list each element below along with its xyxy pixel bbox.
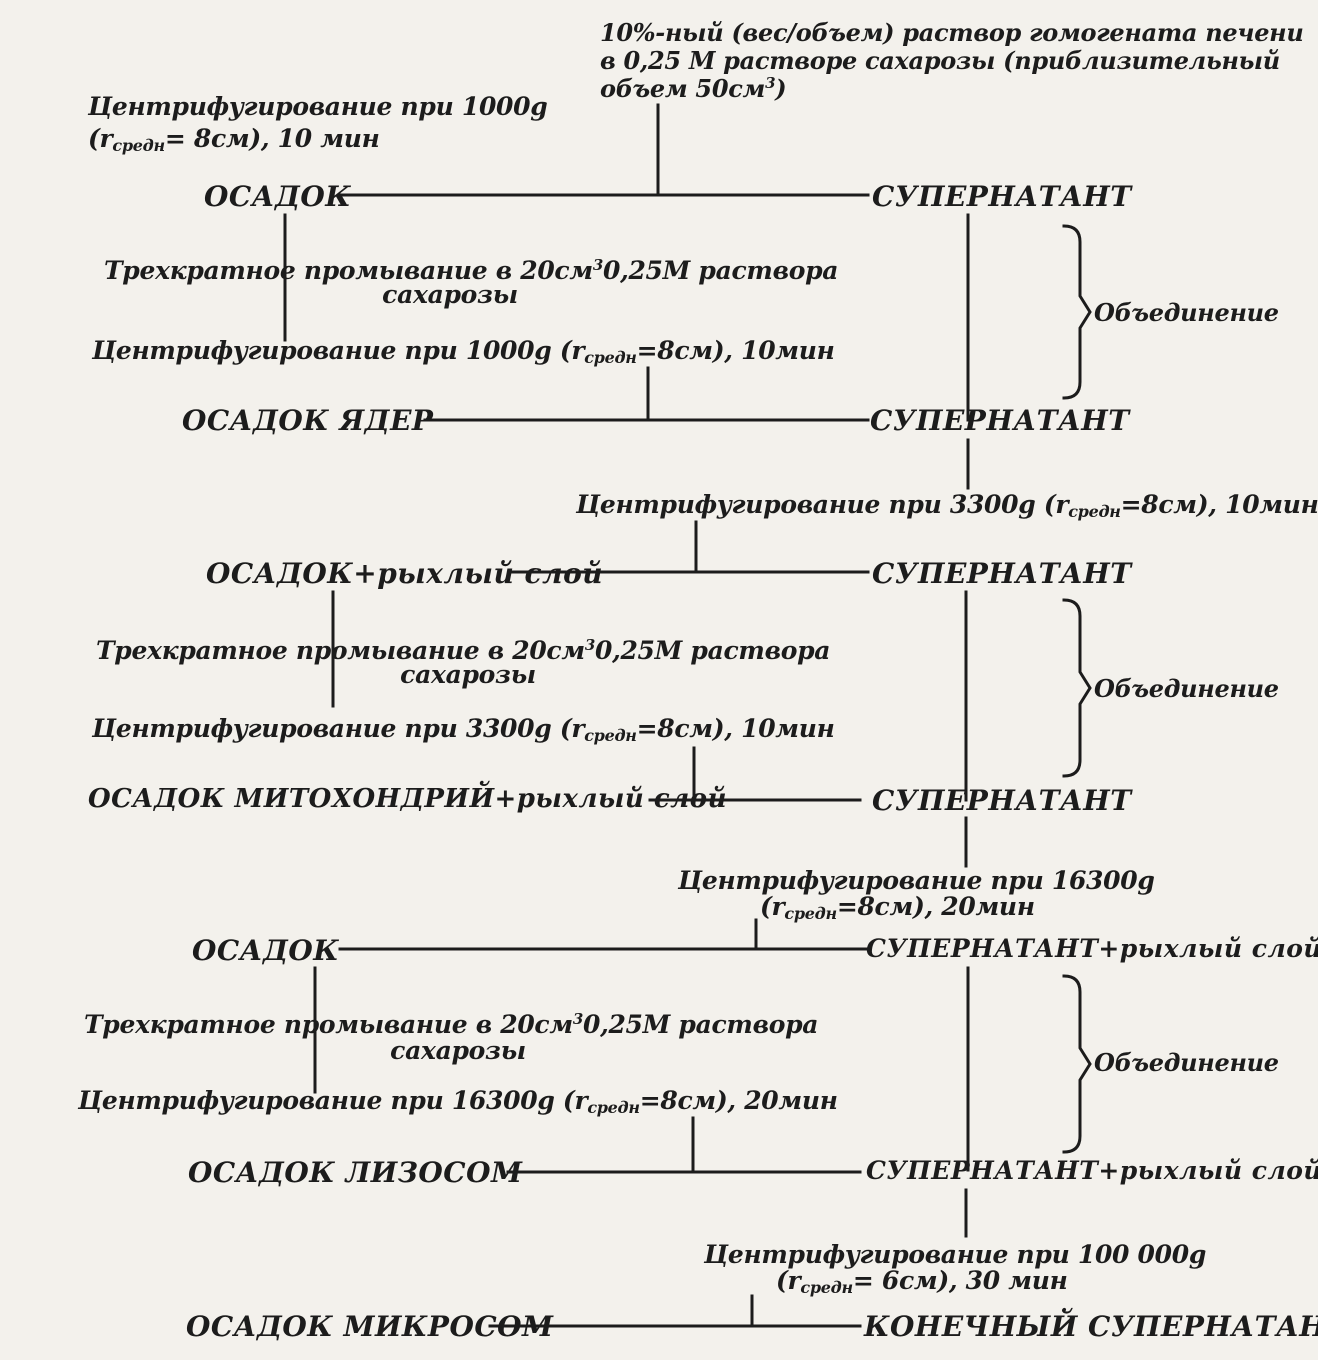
stage3-wash-line1: Трехкратное промывание в 20см30,25М раст…: [84, 1010, 818, 1039]
stage4-spin-line1: Центрифугирование при 100 000g: [704, 1240, 1207, 1269]
stage2-combine-label: Объединение: [1094, 674, 1279, 703]
stage2-respin: Центрифугирование при 3300g (rсредн=8см)…: [92, 714, 835, 745]
stage2-wash-b: 0,25М раствора: [594, 636, 831, 665]
stage4-spin-rest: = 6см), 30 мин: [852, 1266, 1068, 1295]
brace-stage3: [1062, 974, 1092, 1154]
stage4-final-supernatant: КОНЕЧНЫЙ СУПЕРНАТАНТ: [864, 1310, 1318, 1343]
stage3-respin-sub: средн: [587, 1098, 640, 1117]
stage1-wash-a: Трехкратное промывание в 20см: [104, 256, 593, 285]
stage3-wash-sup: 3: [572, 1010, 583, 1028]
stage1-spin-line1: Центрифугирование при 1000g: [88, 92, 548, 121]
stage1-final-supernatant: СУПЕРНАТАНТ: [870, 404, 1130, 437]
stage1-respin-sub: средн: [584, 348, 637, 367]
stage2-pellet: ОСАДОК+рыхлый слой: [206, 557, 604, 590]
stage4-spin-line2: (rсредн= 6см), 30 мин: [776, 1266, 1068, 1297]
stage1-spin-r: (r: [88, 124, 113, 153]
stage3-spin-r: (r: [760, 892, 785, 921]
stage3-final-supernatant: СУПЕРНАТАНТ+рыхлый слой: [866, 1156, 1318, 1185]
stage3-combine-label: Объединение: [1094, 1048, 1279, 1077]
stage3-pellet: ОСАДОК: [192, 934, 340, 967]
brace-stage2: [1062, 598, 1092, 778]
start-line3-end: ): [775, 74, 787, 103]
stage2-respin-a: Центрифугирование при 3300g (r: [92, 714, 585, 743]
stage1-combine-label: Объединение: [1094, 298, 1279, 327]
stage2-supernatant: СУПЕРНАТАНТ: [872, 557, 1132, 590]
stage3-respin-b: =8см), 20мин: [639, 1086, 838, 1115]
stage2-wash-sup: 3: [584, 636, 595, 654]
stage3-spin-line2: (rсредн=8см), 20мин: [760, 892, 1035, 923]
stage2-respin-sub: средн: [584, 726, 637, 745]
stage3-supernatant: СУПЕРНАТАНТ+рыхлый слой: [866, 934, 1318, 963]
stage2-spin: Центрифугирование при 3300g (rсредн=8см)…: [576, 490, 1318, 521]
stage2-respin-b: =8см), 10мин: [636, 714, 835, 743]
stage3-spin-rest: =8см), 20мин: [836, 892, 1035, 921]
stage3-respin-a: Центрифугирование при 16300g (r: [78, 1086, 588, 1115]
stage1-respin-a: Центрифугирование при 1000g (r: [92, 336, 585, 365]
stage2-spin-b: =8см), 10мин: [1120, 490, 1318, 519]
stage1-wash-line1: Трехкратное промывание в 20см30,25М раст…: [104, 256, 838, 285]
stage1-supernatant: СУПЕРНАТАНТ: [872, 180, 1132, 213]
start-line1: 10%-ный (вес/объем) раствор гомогената п…: [600, 18, 1304, 47]
stage1-final-pellet: ОСАДОК ЯДЕР: [182, 404, 434, 437]
start-line3-text: объем 50см: [600, 74, 766, 103]
stage1-spin-line2: (rсредн= 8см), 10 мин: [88, 124, 380, 155]
stage2-wash-line2: сахарозы: [400, 660, 536, 689]
stage2-final-pellet: ОСАДОК МИТОХОНДРИЙ+рыхлый слой: [88, 784, 727, 814]
stage3-wash-line2: сахарозы: [390, 1036, 526, 1065]
stage4-spin-r: (r: [776, 1266, 801, 1295]
stage1-spin-rest: = 8см), 10 мин: [164, 124, 380, 153]
stage1-wash-sup: 3: [592, 256, 603, 274]
stage4-spin-sub: средн: [800, 1278, 853, 1297]
stage3-spin-sub: средн: [784, 904, 837, 923]
stage3-wash-b: 0,25М раствора: [582, 1010, 819, 1039]
start-line3-sup: 3: [765, 74, 776, 92]
stage2-wash-a: Трехкратное промывание в 20см: [96, 636, 585, 665]
stage3-respin: Центрифугирование при 16300g (rсредн=8см…: [78, 1086, 838, 1117]
start-line2: в 0,25 М растворе сахарозы (приблизитель…: [600, 46, 1280, 75]
stage3-final-pellet: ОСАДОК ЛИЗОСОМ: [188, 1156, 523, 1189]
stage2-wash-line1: Трехкратное промывание в 20см30,25М раст…: [96, 636, 830, 665]
stage1-pellet: ОСАДОК: [204, 180, 352, 213]
stage2-spin-a: Центрифугирование при 3300g (r: [576, 490, 1069, 519]
stage2-final-supernatant: СУПЕРНАТАНТ: [872, 784, 1132, 817]
stage4-pellet: ОСАДОК МИКРОСОМ: [186, 1310, 554, 1343]
stage1-spin-sub: средн: [112, 136, 165, 155]
stage1-wash-b: 0,25М раствора: [602, 256, 839, 285]
start-line3: объем 50см3): [600, 74, 787, 103]
stage1-respin: Центрифугирование при 1000g (rсредн=8см)…: [92, 336, 835, 367]
stage1-respin-b: =8см), 10мин: [636, 336, 835, 365]
stage3-wash-a: Трехкратное промывание в 20см: [84, 1010, 573, 1039]
stage2-spin-sub: средн: [1068, 502, 1121, 521]
stage3-spin-line1: Центрифугирование при 16300g: [678, 866, 1155, 895]
brace-stage1: [1062, 224, 1092, 400]
stage1-wash-line2: сахарозы: [382, 280, 518, 309]
